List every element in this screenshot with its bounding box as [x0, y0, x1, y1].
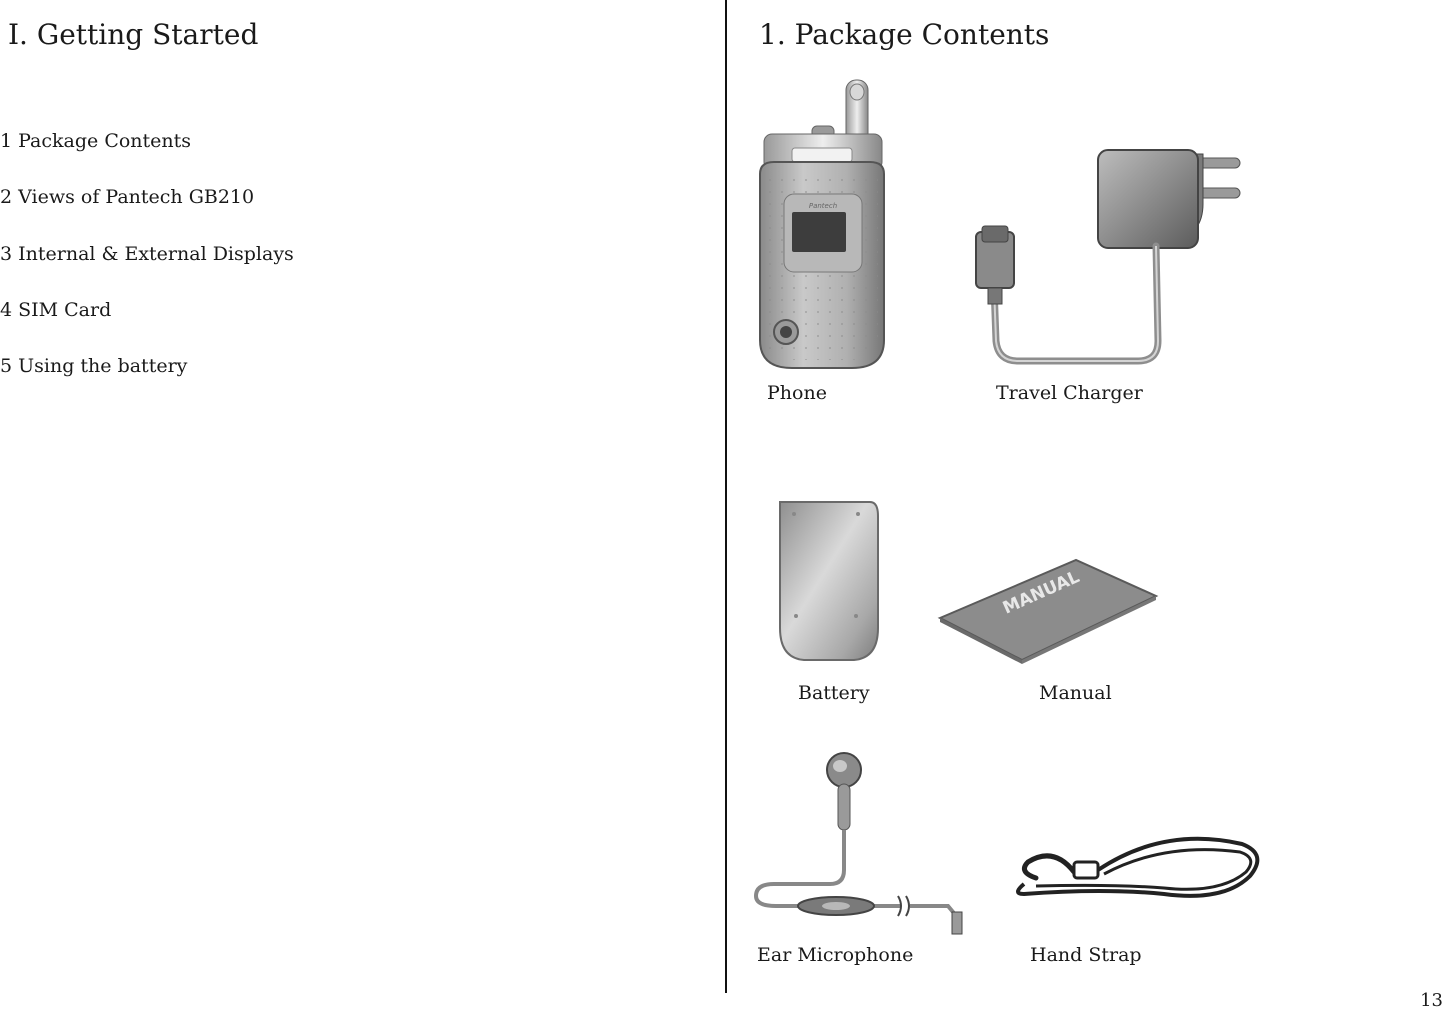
caption-ear-microphone: Ear Microphone [757, 944, 914, 966]
section-title: Ⅰ. Getting Started [8, 18, 259, 51]
caption-manual: Manual [1039, 682, 1112, 704]
phone-image: Pantech [752, 78, 892, 373]
toc-item: 2 Views of Pantech GB210 [0, 186, 255, 209]
page-title: 1. Package Contents [759, 18, 1050, 51]
phone-brand: Pantech [809, 202, 837, 210]
page-divider [725, 0, 727, 993]
caption-phone: Phone [767, 382, 827, 404]
battery-image [774, 498, 884, 666]
toc-item: 4 SIM Card [0, 298, 112, 321]
toc-item: 3 Internal & External Displays [0, 242, 294, 265]
caption-hand-strap: Hand Strap [1030, 944, 1142, 966]
travel-charger-image [958, 146, 1248, 371]
page-number: 13 [1420, 990, 1443, 1011]
caption-battery: Battery [798, 682, 870, 704]
hand-strap-image [1014, 832, 1264, 908]
ear-microphone-image [752, 750, 968, 936]
toc-item: 5 Using the battery [0, 355, 188, 378]
caption-travel-charger: Travel Charger [996, 382, 1143, 404]
table-of-contents: 1 Package Contents 2 Views of Pantech GB… [0, 126, 294, 407]
manual-image: MANUAL [936, 556, 1160, 664]
toc-item: 1 Package Contents [0, 130, 192, 152]
